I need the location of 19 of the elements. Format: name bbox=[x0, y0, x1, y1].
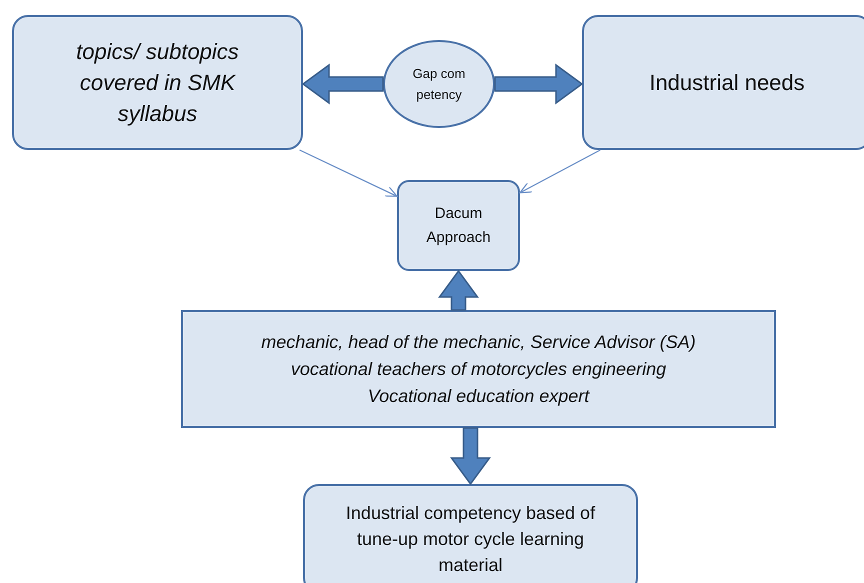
block-arrow bbox=[302, 64, 384, 104]
arrow bbox=[299, 149, 398, 197]
process-box bbox=[181, 310, 776, 428]
process-box bbox=[12, 15, 303, 150]
process-box bbox=[397, 180, 520, 271]
node-text: Gap competency bbox=[412, 65, 466, 104]
node-text: Industrial needs bbox=[648, 69, 806, 97]
node-text: Vocational education expert bbox=[368, 384, 590, 408]
block-arrow bbox=[450, 427, 491, 486]
block-arrow bbox=[438, 270, 479, 311]
process-box bbox=[582, 15, 864, 150]
node-text: vocational teachers of motorcycles engineering bbox=[290, 358, 666, 381]
process-box bbox=[303, 484, 638, 583]
node-text: topics/ subtopics covered in SMK syllabus bbox=[75, 38, 240, 128]
block-arrow bbox=[494, 64, 584, 104]
node-text: Dacum Approach bbox=[425, 204, 492, 248]
node-text: mechanic, head of the mechanic, Service Advisor (SA) bbox=[261, 330, 696, 354]
node-text: Industrial competency based of tune-up motor cycle learning material bbox=[344, 502, 596, 577]
arrow bbox=[519, 149, 601, 194]
